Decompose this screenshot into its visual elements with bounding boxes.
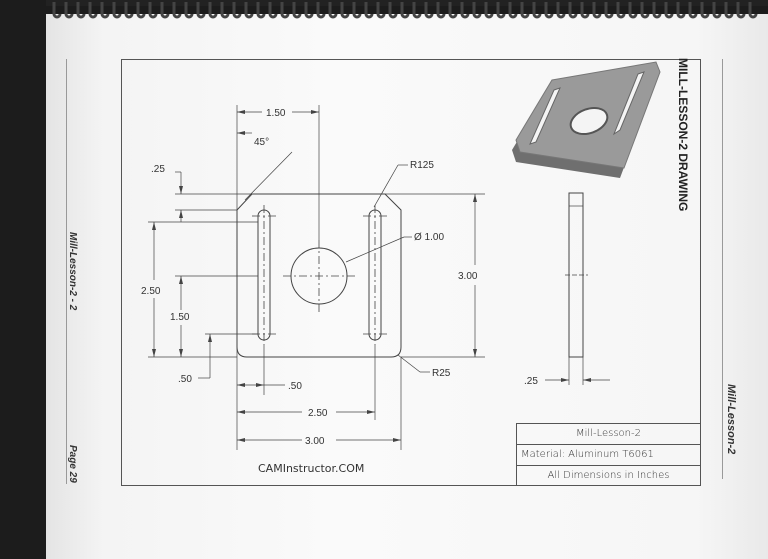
- left-margin-rule: [66, 59, 67, 484]
- title-block: Mill-Lesson-2 Material: Aluminum T6061 A…: [516, 423, 700, 485]
- dim-chamfer-size: .25: [151, 164, 165, 175]
- isometric-part-image: [512, 61, 661, 178]
- dim-slot-x-offset: .50: [288, 381, 302, 392]
- dim-height: 3.00: [458, 271, 478, 282]
- dim-bottom-offset: .50: [178, 374, 192, 385]
- dim-slot-span: 2.50: [141, 286, 161, 297]
- drawing-frame: [121, 59, 701, 486]
- title-block-material: Material: Aluminum T6061: [517, 445, 700, 466]
- dim-top-width: 1.50: [266, 108, 286, 119]
- dim-slot-lower: 1.50: [170, 312, 190, 323]
- dim-slot-x-span: 2.50: [308, 408, 328, 419]
- right-margin-rule: [722, 59, 723, 479]
- title-block-units-note: All Dimensions in Inches: [547, 470, 670, 481]
- brand-label: CAMInstructor.COM: [258, 462, 364, 475]
- dim-chamfer-angle: 45°: [254, 137, 269, 148]
- title-block-part-name: Mill-Lesson-2: [517, 424, 700, 445]
- part-outline: [236, 193, 402, 358]
- dim-thickness: .25: [524, 376, 538, 387]
- dim-overall-width: 3.00: [305, 436, 325, 447]
- dim-slot-radius: R125: [410, 160, 434, 171]
- dim-hole-diameter: Ø 1.00: [414, 232, 444, 243]
- spiral-binding: [46, 0, 768, 19]
- dim-corner-radius: R25: [432, 368, 451, 379]
